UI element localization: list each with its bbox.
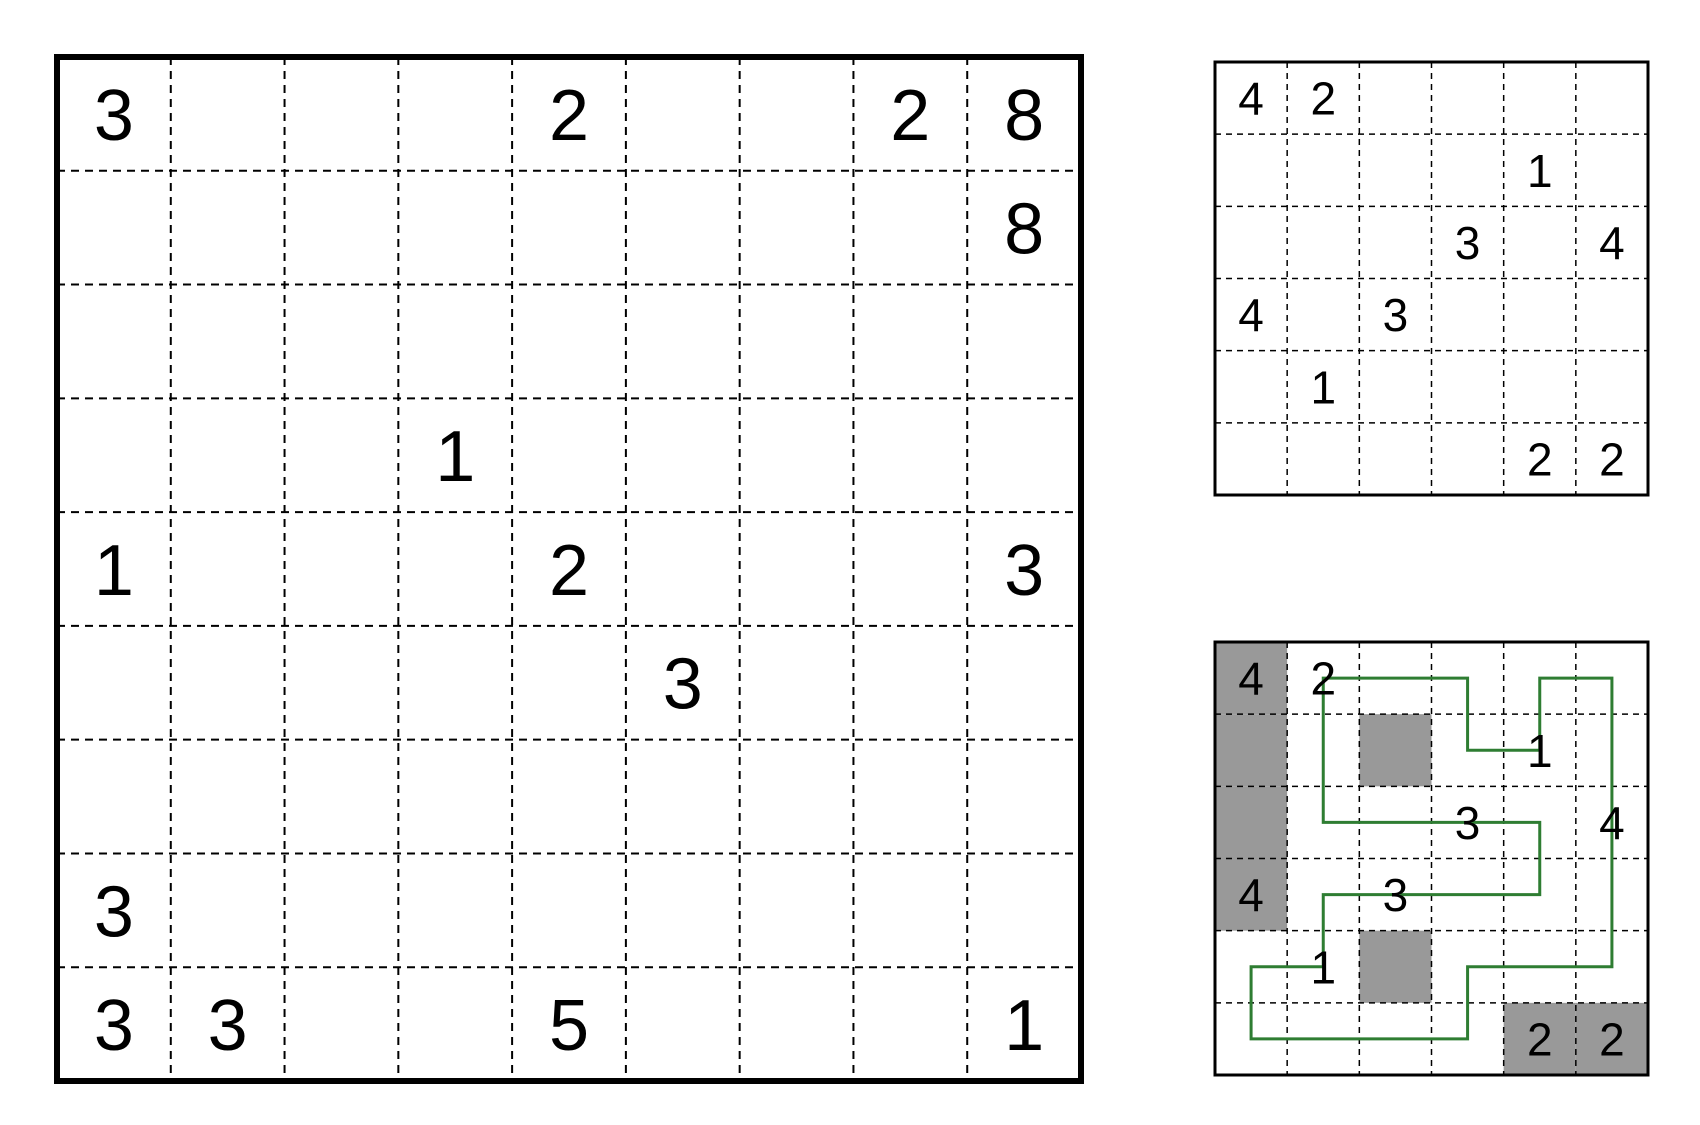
clue-number: 4 bbox=[1599, 217, 1625, 269]
clue-number: 2 bbox=[1310, 653, 1336, 705]
example_solution-border bbox=[1213, 640, 1650, 1077]
clue-number: 2 bbox=[1527, 1013, 1553, 1065]
clue-number: 1 bbox=[1004, 986, 1044, 1066]
shaded-cell bbox=[1503, 1002, 1576, 1075]
clue-number: 1 bbox=[1310, 361, 1336, 413]
clue-number: 2 bbox=[1310, 73, 1336, 125]
clue-number: 1 bbox=[1310, 941, 1336, 993]
clue-number: 8 bbox=[1004, 76, 1044, 156]
clue-number: 2 bbox=[1527, 433, 1553, 485]
clue-number: 3 bbox=[1455, 797, 1481, 849]
shaded-cell bbox=[1359, 714, 1432, 787]
clue-number: 3 bbox=[94, 76, 134, 156]
clue-number: 1 bbox=[435, 417, 475, 497]
clue-number: 4 bbox=[1238, 869, 1264, 921]
example_puzzle-border bbox=[1213, 60, 1650, 497]
main_puzzle-border bbox=[54, 54, 1084, 1084]
clue-number: 4 bbox=[1238, 289, 1264, 341]
clue-number: 8 bbox=[1004, 190, 1044, 270]
clue-number: 3 bbox=[1383, 869, 1409, 921]
shaded-cell bbox=[1359, 930, 1432, 1003]
clue-number: 1 bbox=[1527, 145, 1553, 197]
clue-number: 3 bbox=[94, 872, 134, 952]
clue-number: 4 bbox=[1599, 797, 1625, 849]
clue-number: 4 bbox=[1238, 73, 1264, 125]
clue-number: 3 bbox=[208, 986, 248, 1066]
clue-number: 3 bbox=[663, 645, 703, 725]
clue-number: 2 bbox=[1599, 1013, 1625, 1065]
solution-loop-path bbox=[1249, 676, 1614, 1041]
clue-number: 2 bbox=[549, 531, 589, 611]
clue-number: 5 bbox=[549, 986, 589, 1066]
clue-number: 3 bbox=[1383, 289, 1409, 341]
clue-number: 3 bbox=[1455, 217, 1481, 269]
clue-number: 1 bbox=[1527, 725, 1553, 777]
clue-number: 4 bbox=[1238, 653, 1264, 705]
clue-number: 2 bbox=[1599, 433, 1625, 485]
clue-number: 2 bbox=[549, 76, 589, 156]
clue-number: 1 bbox=[94, 531, 134, 611]
shaded-cell bbox=[1215, 858, 1288, 931]
shaded-cell bbox=[1215, 642, 1288, 715]
shaded-cell bbox=[1215, 786, 1288, 859]
main_puzzle-background bbox=[57, 57, 1081, 1081]
shaded-cell bbox=[1215, 714, 1288, 787]
example_puzzle-background bbox=[1215, 62, 1648, 495]
clue-number: 3 bbox=[94, 986, 134, 1066]
clue-number: 2 bbox=[890, 76, 930, 156]
shaded-cell bbox=[1575, 1002, 1648, 1075]
clue-number: 3 bbox=[1004, 531, 1044, 611]
